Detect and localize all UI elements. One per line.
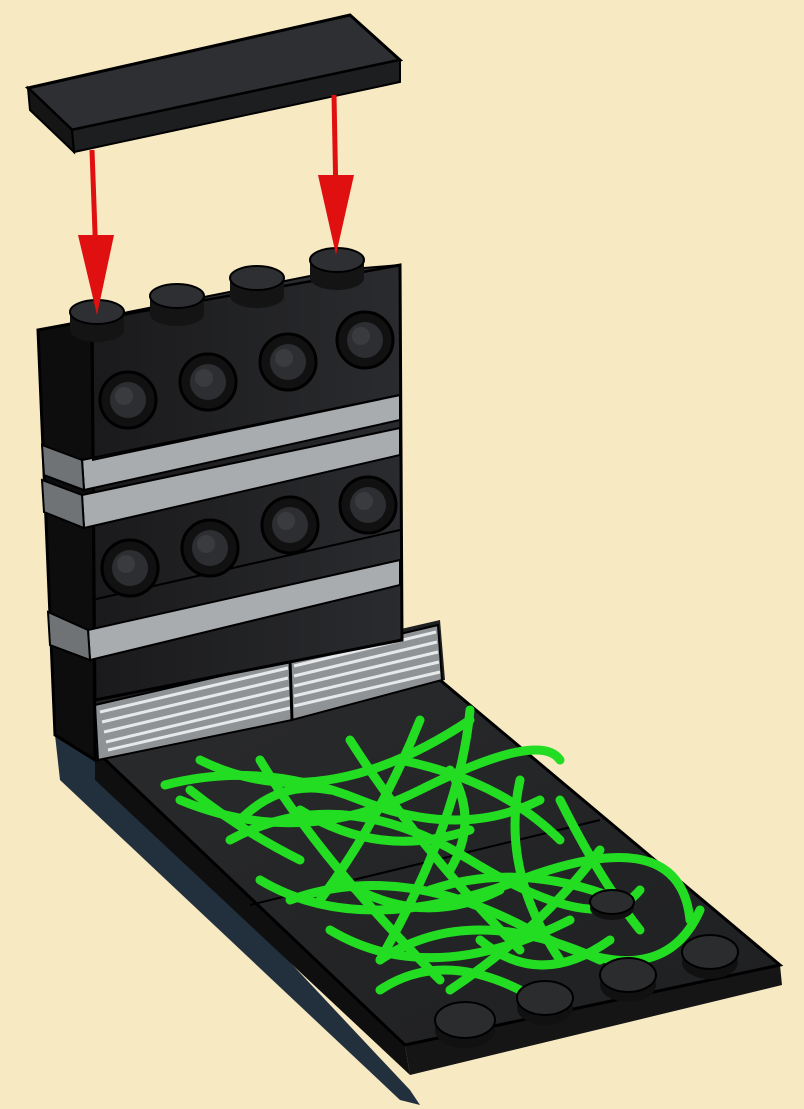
hole-upper-1 (100, 372, 156, 428)
hole-upper-4 (337, 312, 393, 368)
plate-stud (435, 1002, 495, 1048)
hole-upper-2 (180, 354, 236, 410)
plate-stud (517, 981, 573, 1025)
hole-lower-1 (102, 540, 158, 596)
hole-lower-3 (262, 497, 318, 553)
plate-stud (590, 890, 634, 920)
wall-stud (310, 248, 364, 290)
wall-stud (150, 284, 204, 326)
plate-stud (600, 958, 656, 1002)
hole-upper-3 (260, 334, 316, 390)
hole-lower-4 (340, 477, 396, 533)
wall-stud (230, 266, 284, 308)
hole-lower-2 (182, 520, 238, 576)
plate-stud (682, 935, 738, 979)
